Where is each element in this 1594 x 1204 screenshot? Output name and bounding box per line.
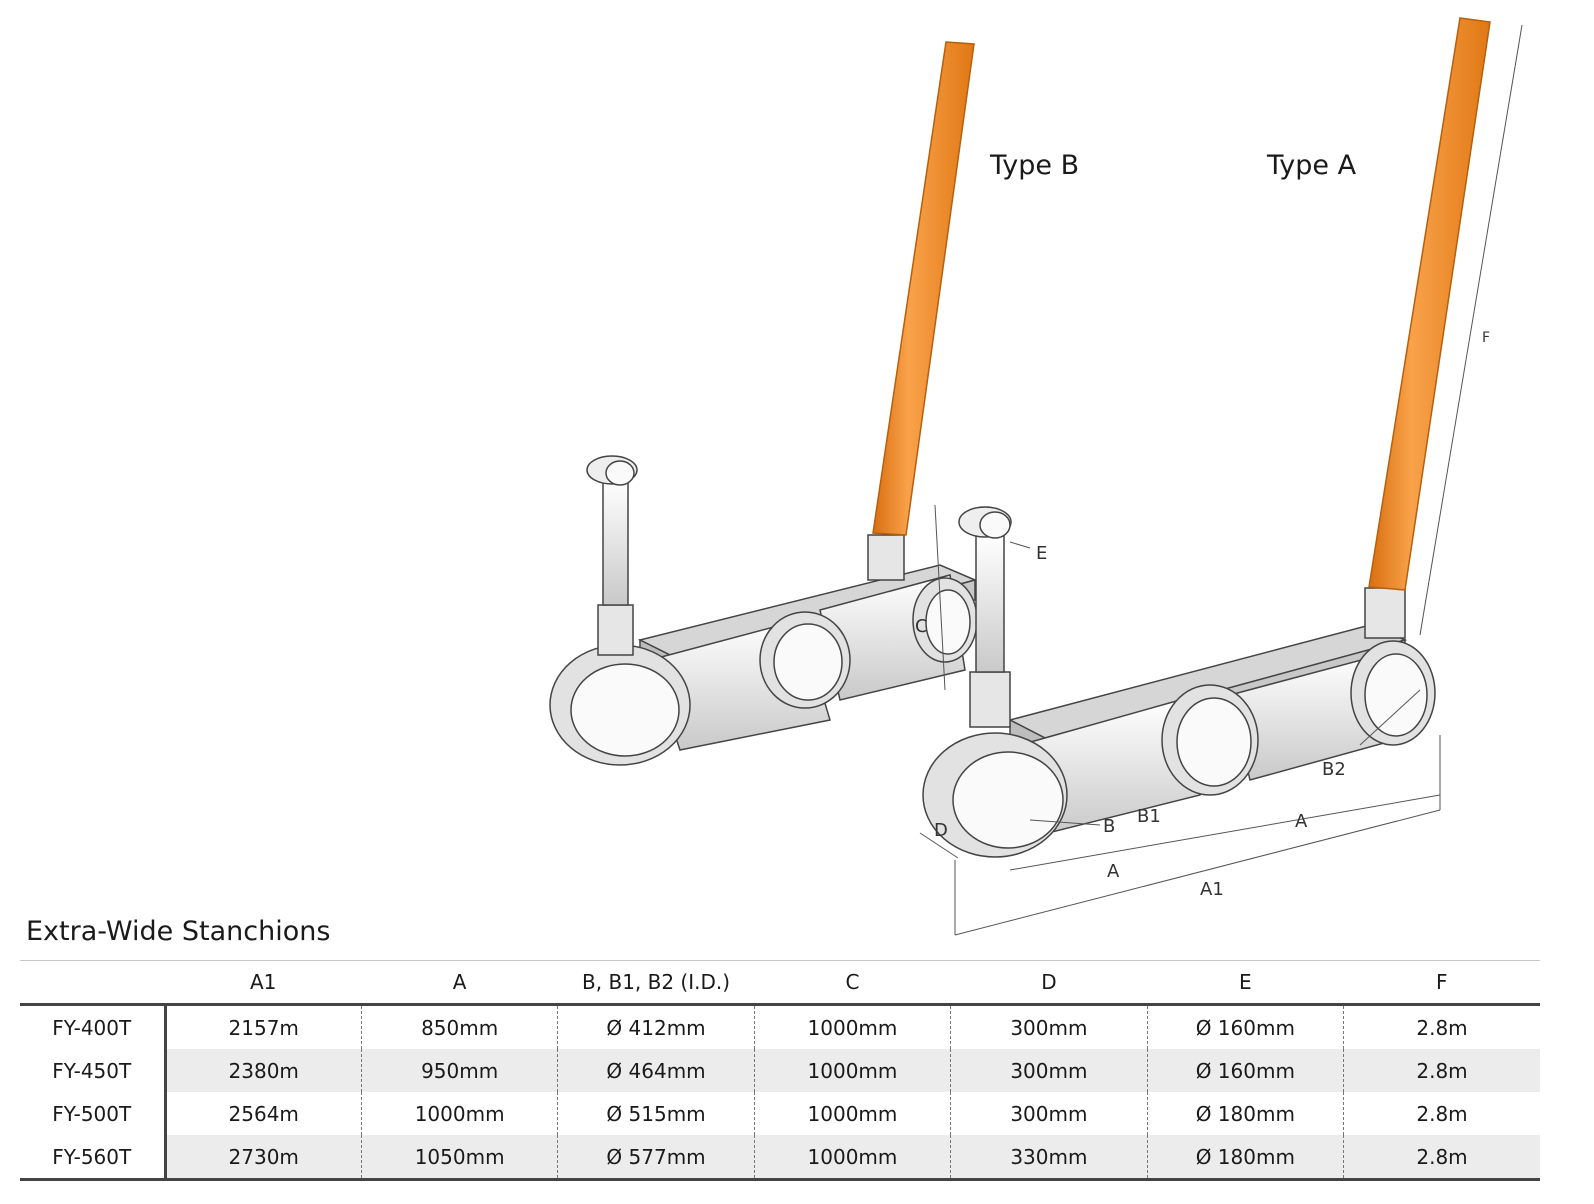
cell-e: Ø 180mm (1146, 1092, 1344, 1135)
header-a1: A1 (165, 960, 362, 1006)
cell-b: Ø 464mm (557, 1049, 755, 1092)
cell-f: 2.8m (1343, 1135, 1540, 1181)
dim-label-a-left: A (1107, 861, 1120, 882)
header-f: F (1343, 960, 1540, 1006)
table-row: FY-400T 2157m 850mm Ø 412mm 1000mm 300mm… (20, 1004, 1540, 1049)
cell-c: 1000mm (753, 1135, 951, 1181)
cell-a: 950mm (360, 1049, 558, 1092)
cell-e: Ø 160mm (1146, 1049, 1344, 1092)
dim-label-b: B (1103, 816, 1115, 837)
cell-a: 850mm (360, 1004, 558, 1049)
table-row: FY-500T 2564m 1000mm Ø 515mm 1000mm 300m… (20, 1092, 1540, 1135)
type-b-label: Type B (990, 150, 1080, 181)
dim-label-c: C (915, 616, 928, 637)
cell-c: 1000mm (753, 1004, 951, 1049)
cell-b: Ø 412mm (557, 1004, 755, 1049)
type-a-stanchion (922, 506, 1436, 858)
cell-d: 330mm (950, 1135, 1148, 1181)
stanchion-illustration: E C F D B B1 B2 A A A1 (549, 17, 1523, 936)
cell-a1: 2380m (164, 1049, 362, 1092)
cell-c: 1000mm (753, 1049, 951, 1092)
type-a-pole (1368, 17, 1491, 591)
cell-f: 2.8m (1343, 1049, 1540, 1092)
cell-b: Ø 577mm (557, 1135, 755, 1181)
dim-label-a1: A1 (1200, 879, 1224, 900)
section-title: Extra-Wide Stanchions (26, 916, 331, 947)
cell-d: 300mm (950, 1049, 1148, 1092)
dim-label-a-right: A (1295, 811, 1308, 832)
cell-f: 2.8m (1343, 1004, 1540, 1049)
cell-c: 1000mm (753, 1092, 951, 1135)
header-e: E (1147, 960, 1344, 1006)
cell-f: 2.8m (1343, 1092, 1540, 1135)
cell-a1: 2564m (164, 1092, 362, 1135)
dim-label-b2: B2 (1322, 759, 1346, 780)
header-d: D (950, 960, 1148, 1006)
cell-b: Ø 515mm (557, 1092, 755, 1135)
type-b-stanchion (549, 455, 978, 766)
cell-a1: 2730m (164, 1135, 362, 1181)
cell-model: FY-560T (20, 1135, 167, 1181)
table-row: FY-450T 2380m 950mm Ø 464mm 1000mm 300mm… (20, 1049, 1540, 1092)
type-b-pole (872, 41, 975, 536)
header-a: A (361, 960, 558, 1006)
specification-table: A1 A B, B1, B2 (I.D.) C D E F FY-400T 21… (20, 960, 1540, 1181)
cell-a: 1050mm (360, 1135, 558, 1181)
cell-a1: 2157m (164, 1004, 362, 1049)
cell-model: FY-450T (20, 1049, 167, 1092)
dimension-lines (919, 24, 1523, 936)
cell-model: FY-500T (20, 1092, 167, 1135)
header-c: C (754, 960, 951, 1006)
cell-e: Ø 180mm (1146, 1135, 1344, 1181)
cell-d: 300mm (950, 1004, 1148, 1049)
header-model (20, 960, 165, 1006)
dim-label-b1: B1 (1137, 806, 1161, 827)
type-a-label: Type A (1267, 150, 1357, 181)
cell-model: FY-400T (20, 1004, 167, 1049)
header-b: B, B1, B2 (I.D.) (557, 960, 755, 1006)
table-header-row: A1 A B, B1, B2 (I.D.) C D E F (20, 960, 1540, 1006)
table-row: FY-560T 2730m 1050mm Ø 577mm 1000mm 330m… (20, 1135, 1540, 1181)
dim-label-f: F (1482, 330, 1490, 346)
dim-label-d: D (934, 820, 948, 841)
dim-label-e: E (1036, 543, 1047, 564)
cell-d: 300mm (950, 1092, 1148, 1135)
cell-a: 1000mm (360, 1092, 558, 1135)
cell-e: Ø 160mm (1146, 1004, 1344, 1049)
